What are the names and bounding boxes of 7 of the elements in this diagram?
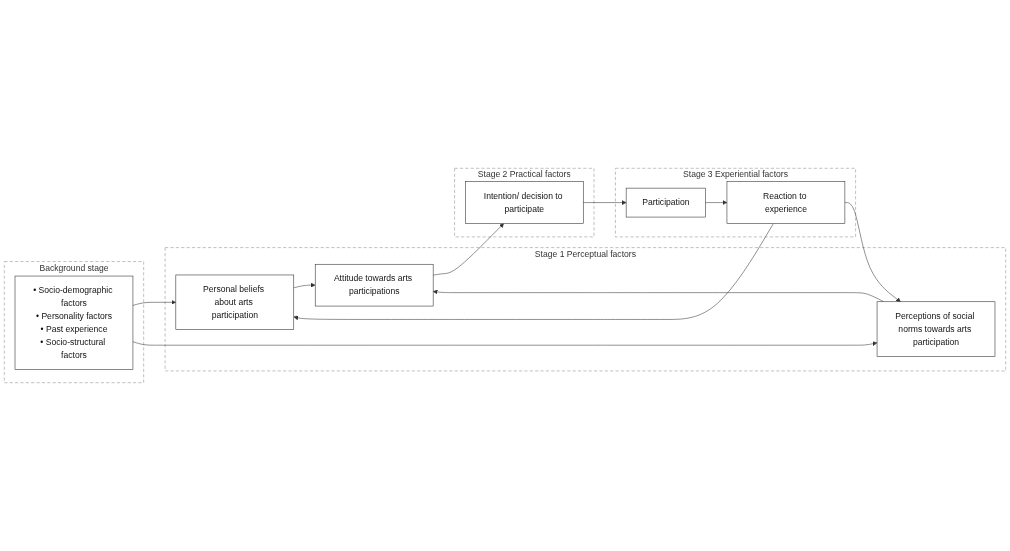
node-box: Attitude towards arts participations	[314, 263, 434, 307]
node-box: Perceptions of social norms towards arts participation	[876, 301, 996, 357]
node-box: Reaction to experience	[726, 181, 846, 224]
node-box: Intention/ decision to participate	[465, 181, 584, 224]
node-box: Personal beliefs about arts participation	[175, 274, 295, 330]
node-box: Participation	[625, 187, 706, 218]
node-box: • Socio-demographic factors • Personality factors • Past experience • Socio-structural factors	[14, 275, 134, 370]
